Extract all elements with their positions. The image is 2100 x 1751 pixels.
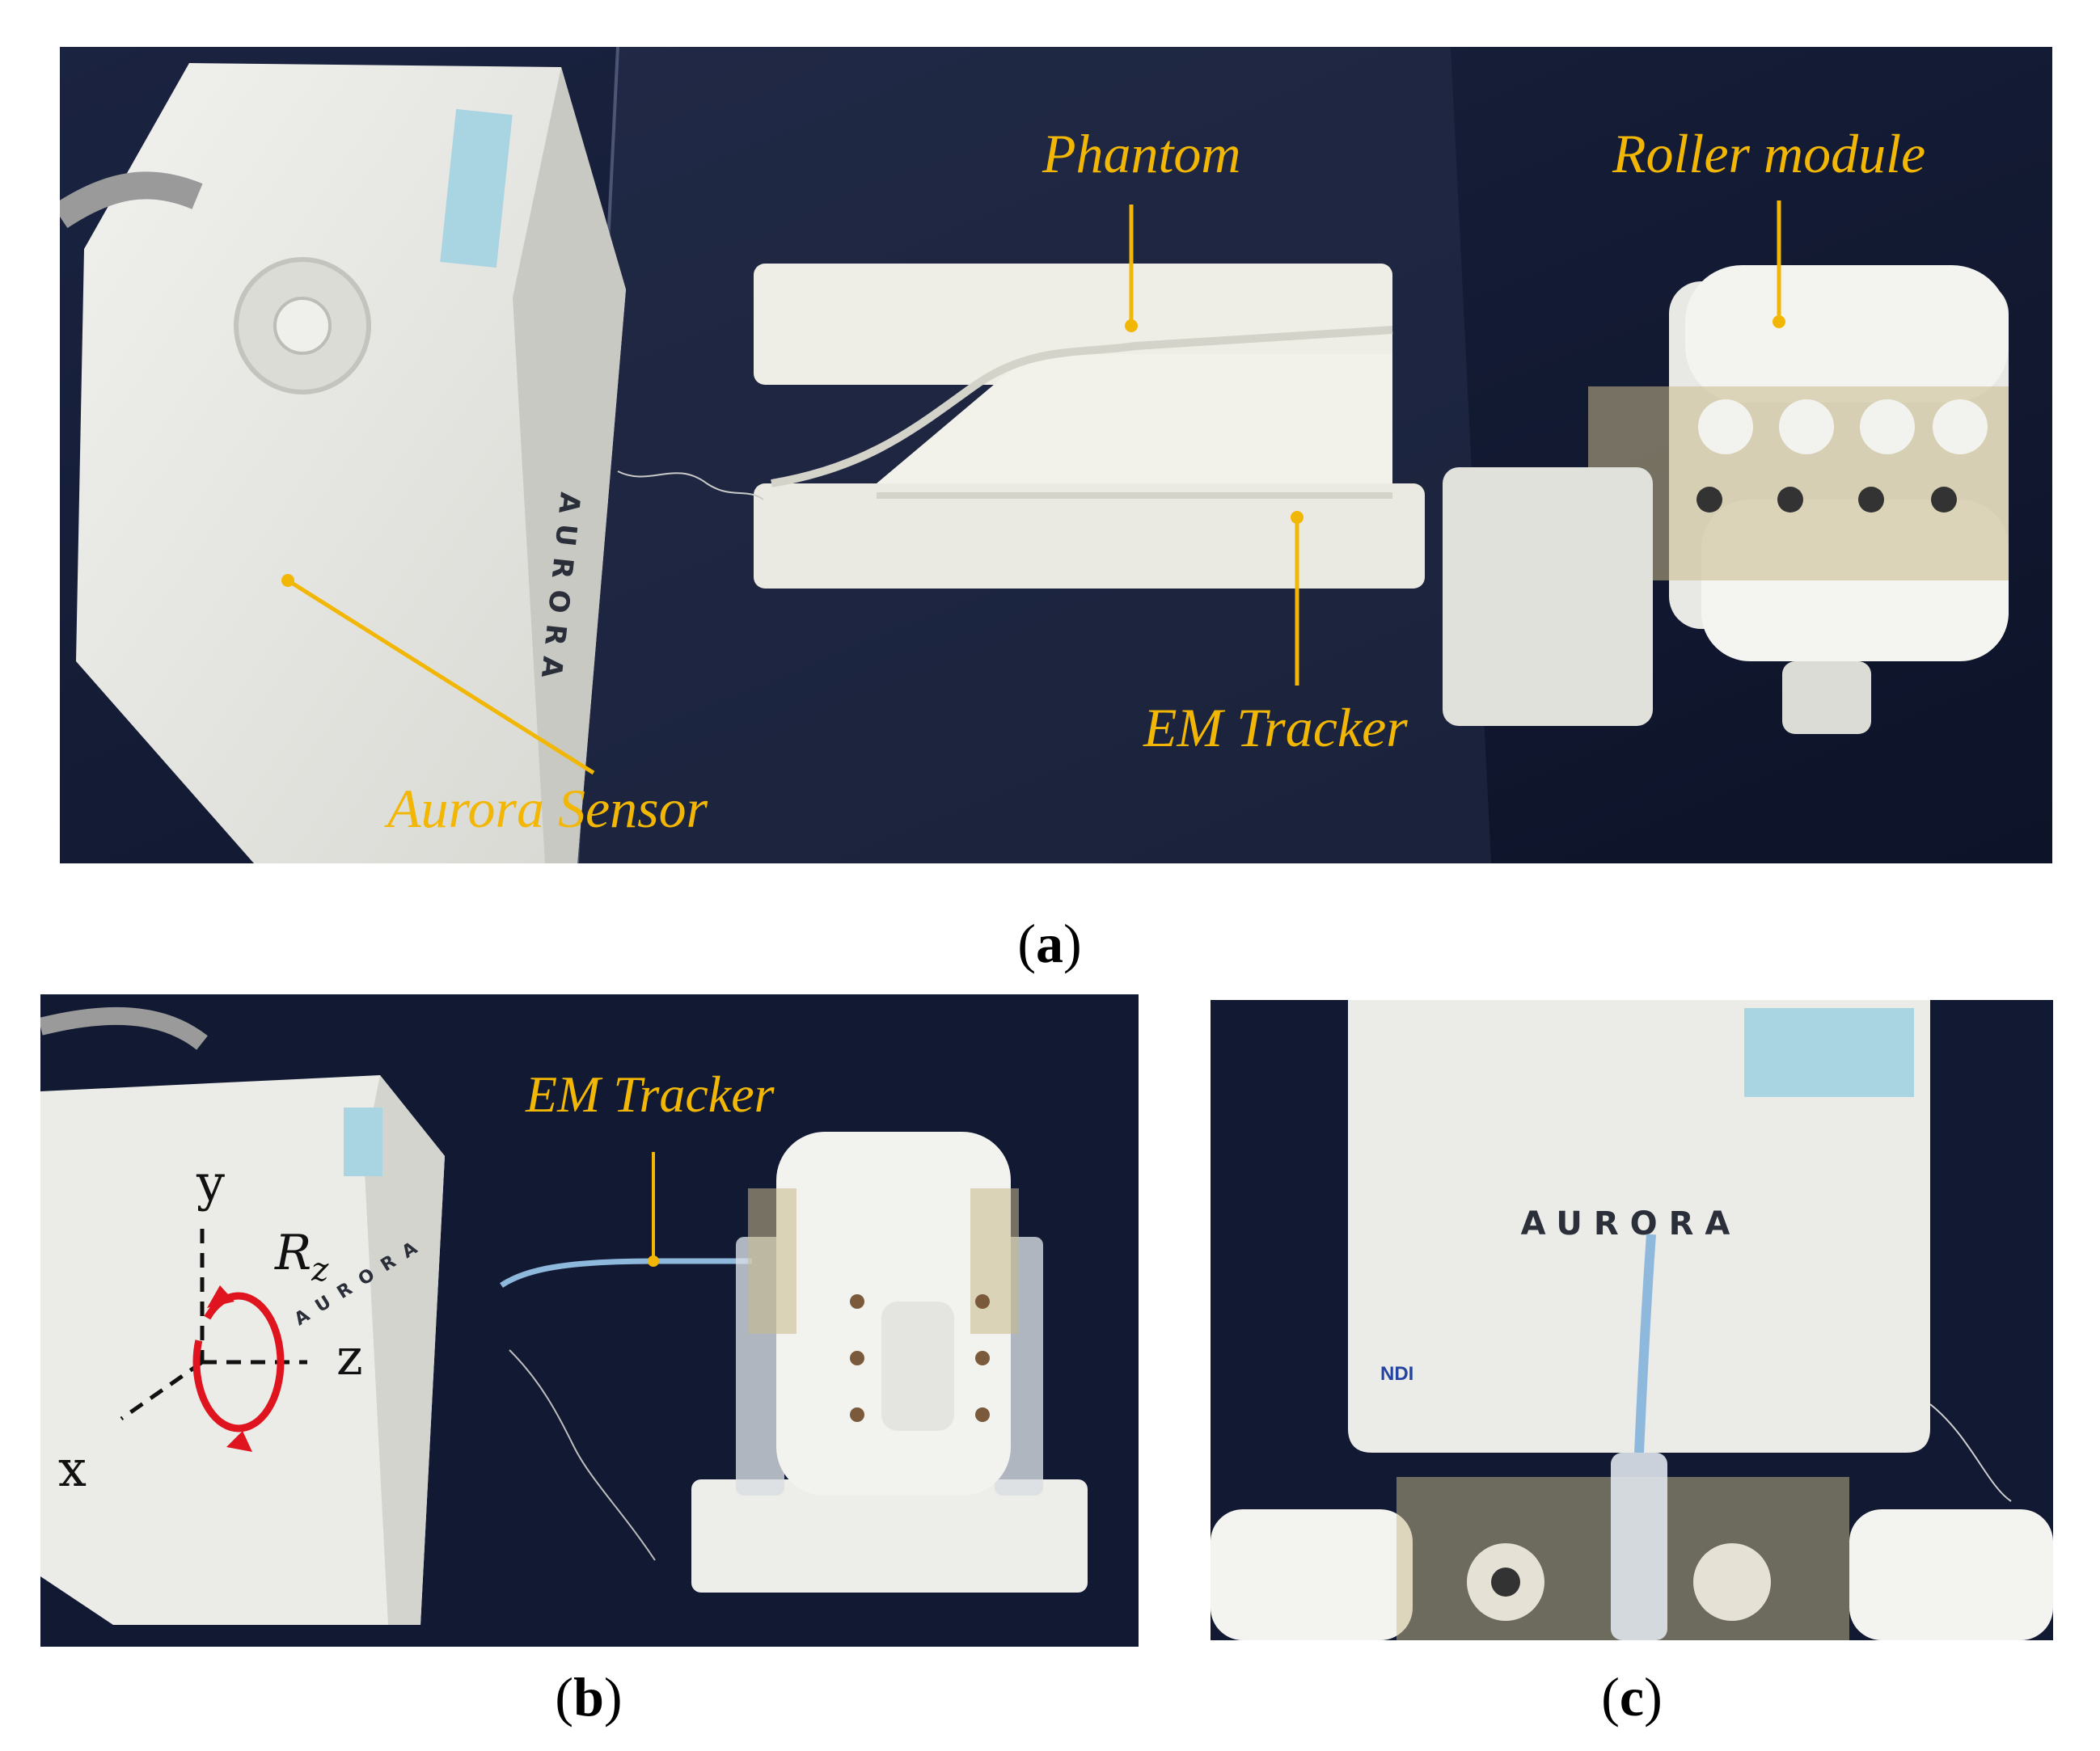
aurora-sensor-device: AURORA bbox=[40, 1075, 445, 1625]
aurora-sensor-label: Aurora Sensor bbox=[384, 778, 708, 839]
panel-a-photo: AURORA bbox=[60, 47, 2052, 863]
panel-b-photo: AURORA y z x Rz bbox=[40, 994, 1139, 1647]
y-axis-label: y bbox=[196, 1154, 225, 1213]
em-tracker-label: EM Tracker bbox=[1143, 697, 1408, 758]
z-axis-label: z bbox=[336, 1327, 363, 1386]
aurora-brand-text: AURORA bbox=[1521, 1205, 1742, 1243]
rotation-label: Rz bbox=[274, 1225, 329, 1289]
caption-b: (b) bbox=[555, 1666, 623, 1728]
roller-module-device bbox=[691, 1132, 1088, 1593]
caption-a: (a) bbox=[1017, 913, 1082, 974]
caption-c: (c) bbox=[1601, 1666, 1663, 1728]
ndi-logo: NDI bbox=[1380, 1363, 1413, 1385]
aurora-sensor-device: AURORA NDI bbox=[1348, 1000, 1930, 1453]
em-tracker-label: EM Tracker bbox=[525, 1065, 775, 1123]
phantom-model bbox=[754, 264, 1425, 589]
roller-module-label: Roller module bbox=[1612, 123, 1925, 184]
aurora-sensor-device: AURORA bbox=[76, 63, 626, 863]
panel-c-photo: AURORA NDI bbox=[1211, 1000, 2053, 1640]
x-axis-label: x bbox=[58, 1439, 87, 1498]
roller-module-device bbox=[1443, 265, 2009, 734]
phantom-label: Phantom bbox=[1042, 123, 1241, 184]
